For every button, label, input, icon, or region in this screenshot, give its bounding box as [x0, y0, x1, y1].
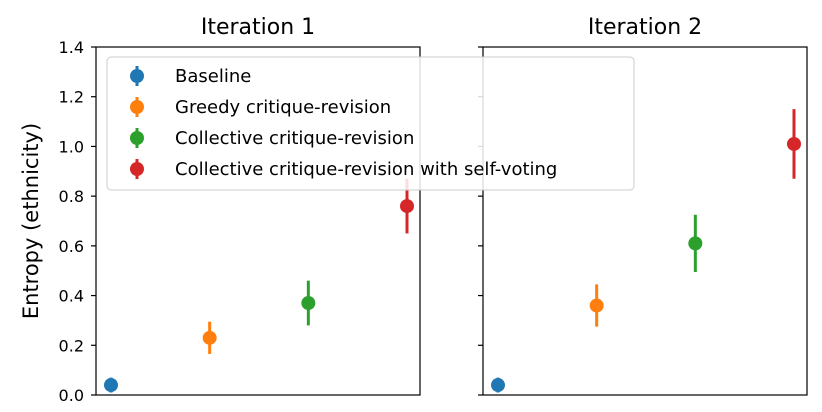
- data-point: [202, 330, 217, 345]
- panel-title-2: Iteration 2: [588, 15, 702, 40]
- legend-label: Collective critique-revision with self-v…: [175, 159, 557, 180]
- plot-frame-2: [482, 46, 808, 396]
- panel-title-1: Iteration 1: [201, 15, 315, 40]
- legend-label: Collective critique-revision: [175, 128, 414, 149]
- y-tick-label: 1.4: [59, 38, 84, 57]
- y-tick-label: 0.0: [59, 386, 84, 405]
- plot-frame-1: [95, 46, 421, 396]
- legend-marker: [130, 162, 144, 176]
- data-point: [400, 199, 414, 214]
- legend-marker: [130, 69, 144, 83]
- y-tick-label: 0.6: [59, 237, 84, 256]
- legend-marker: [130, 131, 144, 145]
- data-point: [104, 378, 118, 393]
- y-tick-label: 1.2: [59, 88, 84, 107]
- data-point: [491, 378, 505, 393]
- y-tick-label: 1.0: [59, 137, 84, 156]
- data-point: [688, 236, 703, 251]
- y-tick-label: 0.8: [59, 187, 84, 206]
- legend-frame: [106, 56, 635, 191]
- data-point: [589, 298, 604, 313]
- y-tick-label: 0.4: [59, 287, 84, 306]
- legend-label: Greedy critique-revision: [175, 97, 391, 118]
- data-point: [787, 136, 801, 151]
- y-tick-label: 0.2: [59, 336, 84, 355]
- y-axis: 0.0 0.2 0.4 0.6 0.8 1.0 1.2 1.4: [59, 38, 483, 405]
- panel-iteration-1: Iteration 1: [95, 15, 421, 396]
- y-axis-label: Entropy (ethnicity): [19, 123, 43, 319]
- legend-label: Baseline: [175, 66, 251, 87]
- legend-marker: [130, 100, 144, 114]
- panel-iteration-2: Iteration 2: [482, 15, 808, 396]
- data-point: [301, 296, 316, 311]
